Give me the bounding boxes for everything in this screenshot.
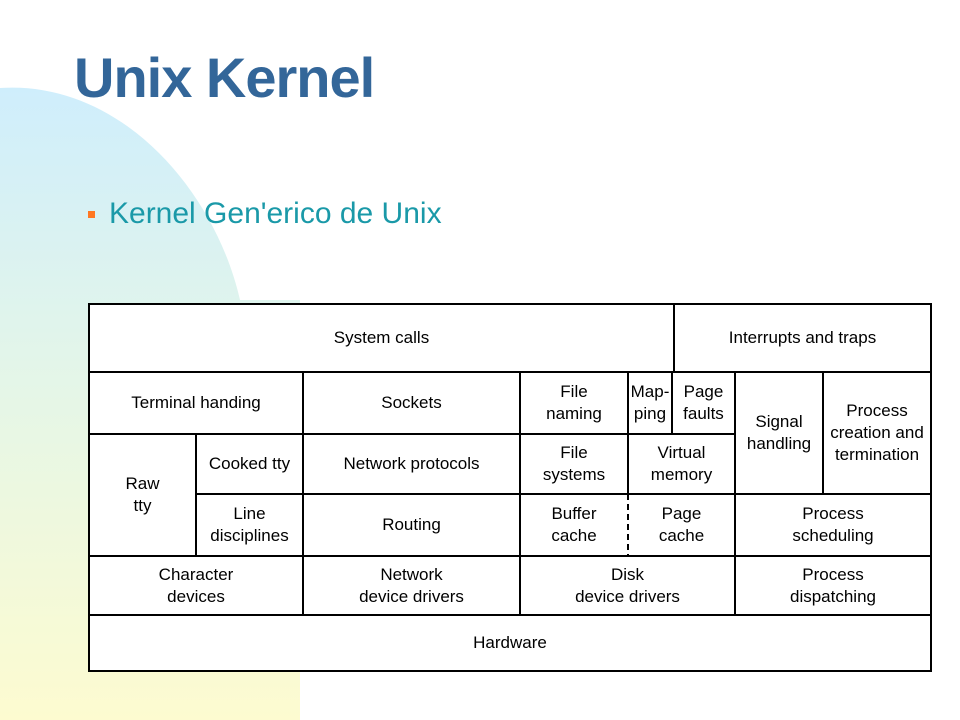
bullet-square-icon xyxy=(88,211,95,218)
cell-file-systems: File systems xyxy=(542,443,606,484)
cell-signal-handling: Signal handling xyxy=(746,412,812,453)
cell-disk-device-drivers: Disk device drivers xyxy=(575,564,680,606)
cell-sockets: Sockets xyxy=(381,393,442,412)
cell-process-creation: Process creation and termination xyxy=(830,401,924,464)
cell-page-faults: Page faults xyxy=(683,382,724,423)
bullet-text: Kernel Gen'erico de Unix xyxy=(109,197,442,230)
cell-buffer-cache: Buffer cache xyxy=(551,504,597,545)
cell-page-cache: Page cache xyxy=(658,504,705,545)
slide-title: Unix Kernel xyxy=(74,46,375,109)
cell-interrupts-traps: Interrupts and traps xyxy=(728,328,877,347)
cell-character-devices: Character devices xyxy=(158,564,234,606)
cell-process-scheduling: Process scheduling xyxy=(792,504,874,545)
cell-mapping: Map- ping xyxy=(630,382,670,423)
diagram-grid-lines xyxy=(88,303,932,672)
cell-line-disciplines: Line disciplines xyxy=(210,504,289,545)
cell-process-dispatching: Process dispatching xyxy=(789,564,876,606)
cell-cooked-tty: Cooked tty xyxy=(208,454,291,473)
cell-routing: Routing xyxy=(382,515,441,534)
cell-network-protocols: Network protocols xyxy=(343,454,480,473)
diagram-border xyxy=(88,303,932,672)
kernel-structure-diagram: System calls Interrupts and traps Termin… xyxy=(88,303,932,672)
cell-terminal-handling: Terminal handing xyxy=(131,393,261,412)
cell-file-naming: File naming xyxy=(546,382,602,423)
cell-network-device-drivers: Network device drivers xyxy=(359,564,464,606)
cell-virtual-memory: Virtual memory xyxy=(650,443,713,484)
cell-system-calls: System calls xyxy=(333,328,430,347)
cell-hardware: Hardware xyxy=(473,633,547,652)
cell-raw-tty: Raw tty xyxy=(125,474,160,515)
